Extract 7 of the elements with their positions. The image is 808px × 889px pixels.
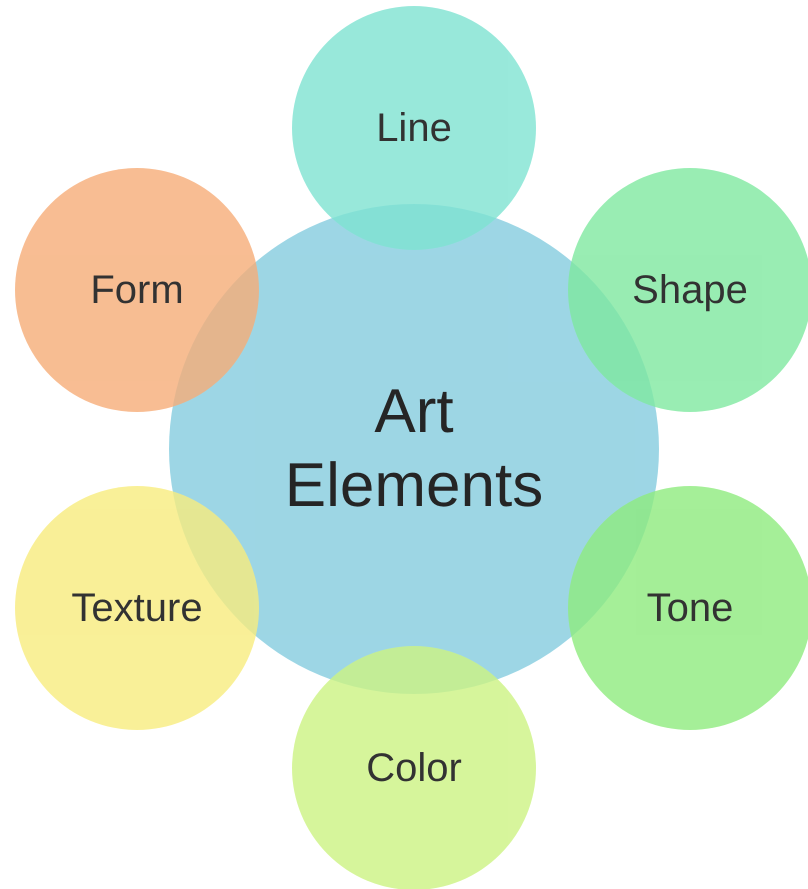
circle-label: Color (366, 745, 462, 792)
circle-label: Tone (646, 585, 734, 632)
central-label: Art Elements (284, 376, 544, 522)
circle-label: Line (376, 105, 452, 152)
circle-label: Form (90, 267, 184, 314)
circle-label: Shape (632, 267, 748, 314)
circle-label: Texture (71, 585, 203, 632)
